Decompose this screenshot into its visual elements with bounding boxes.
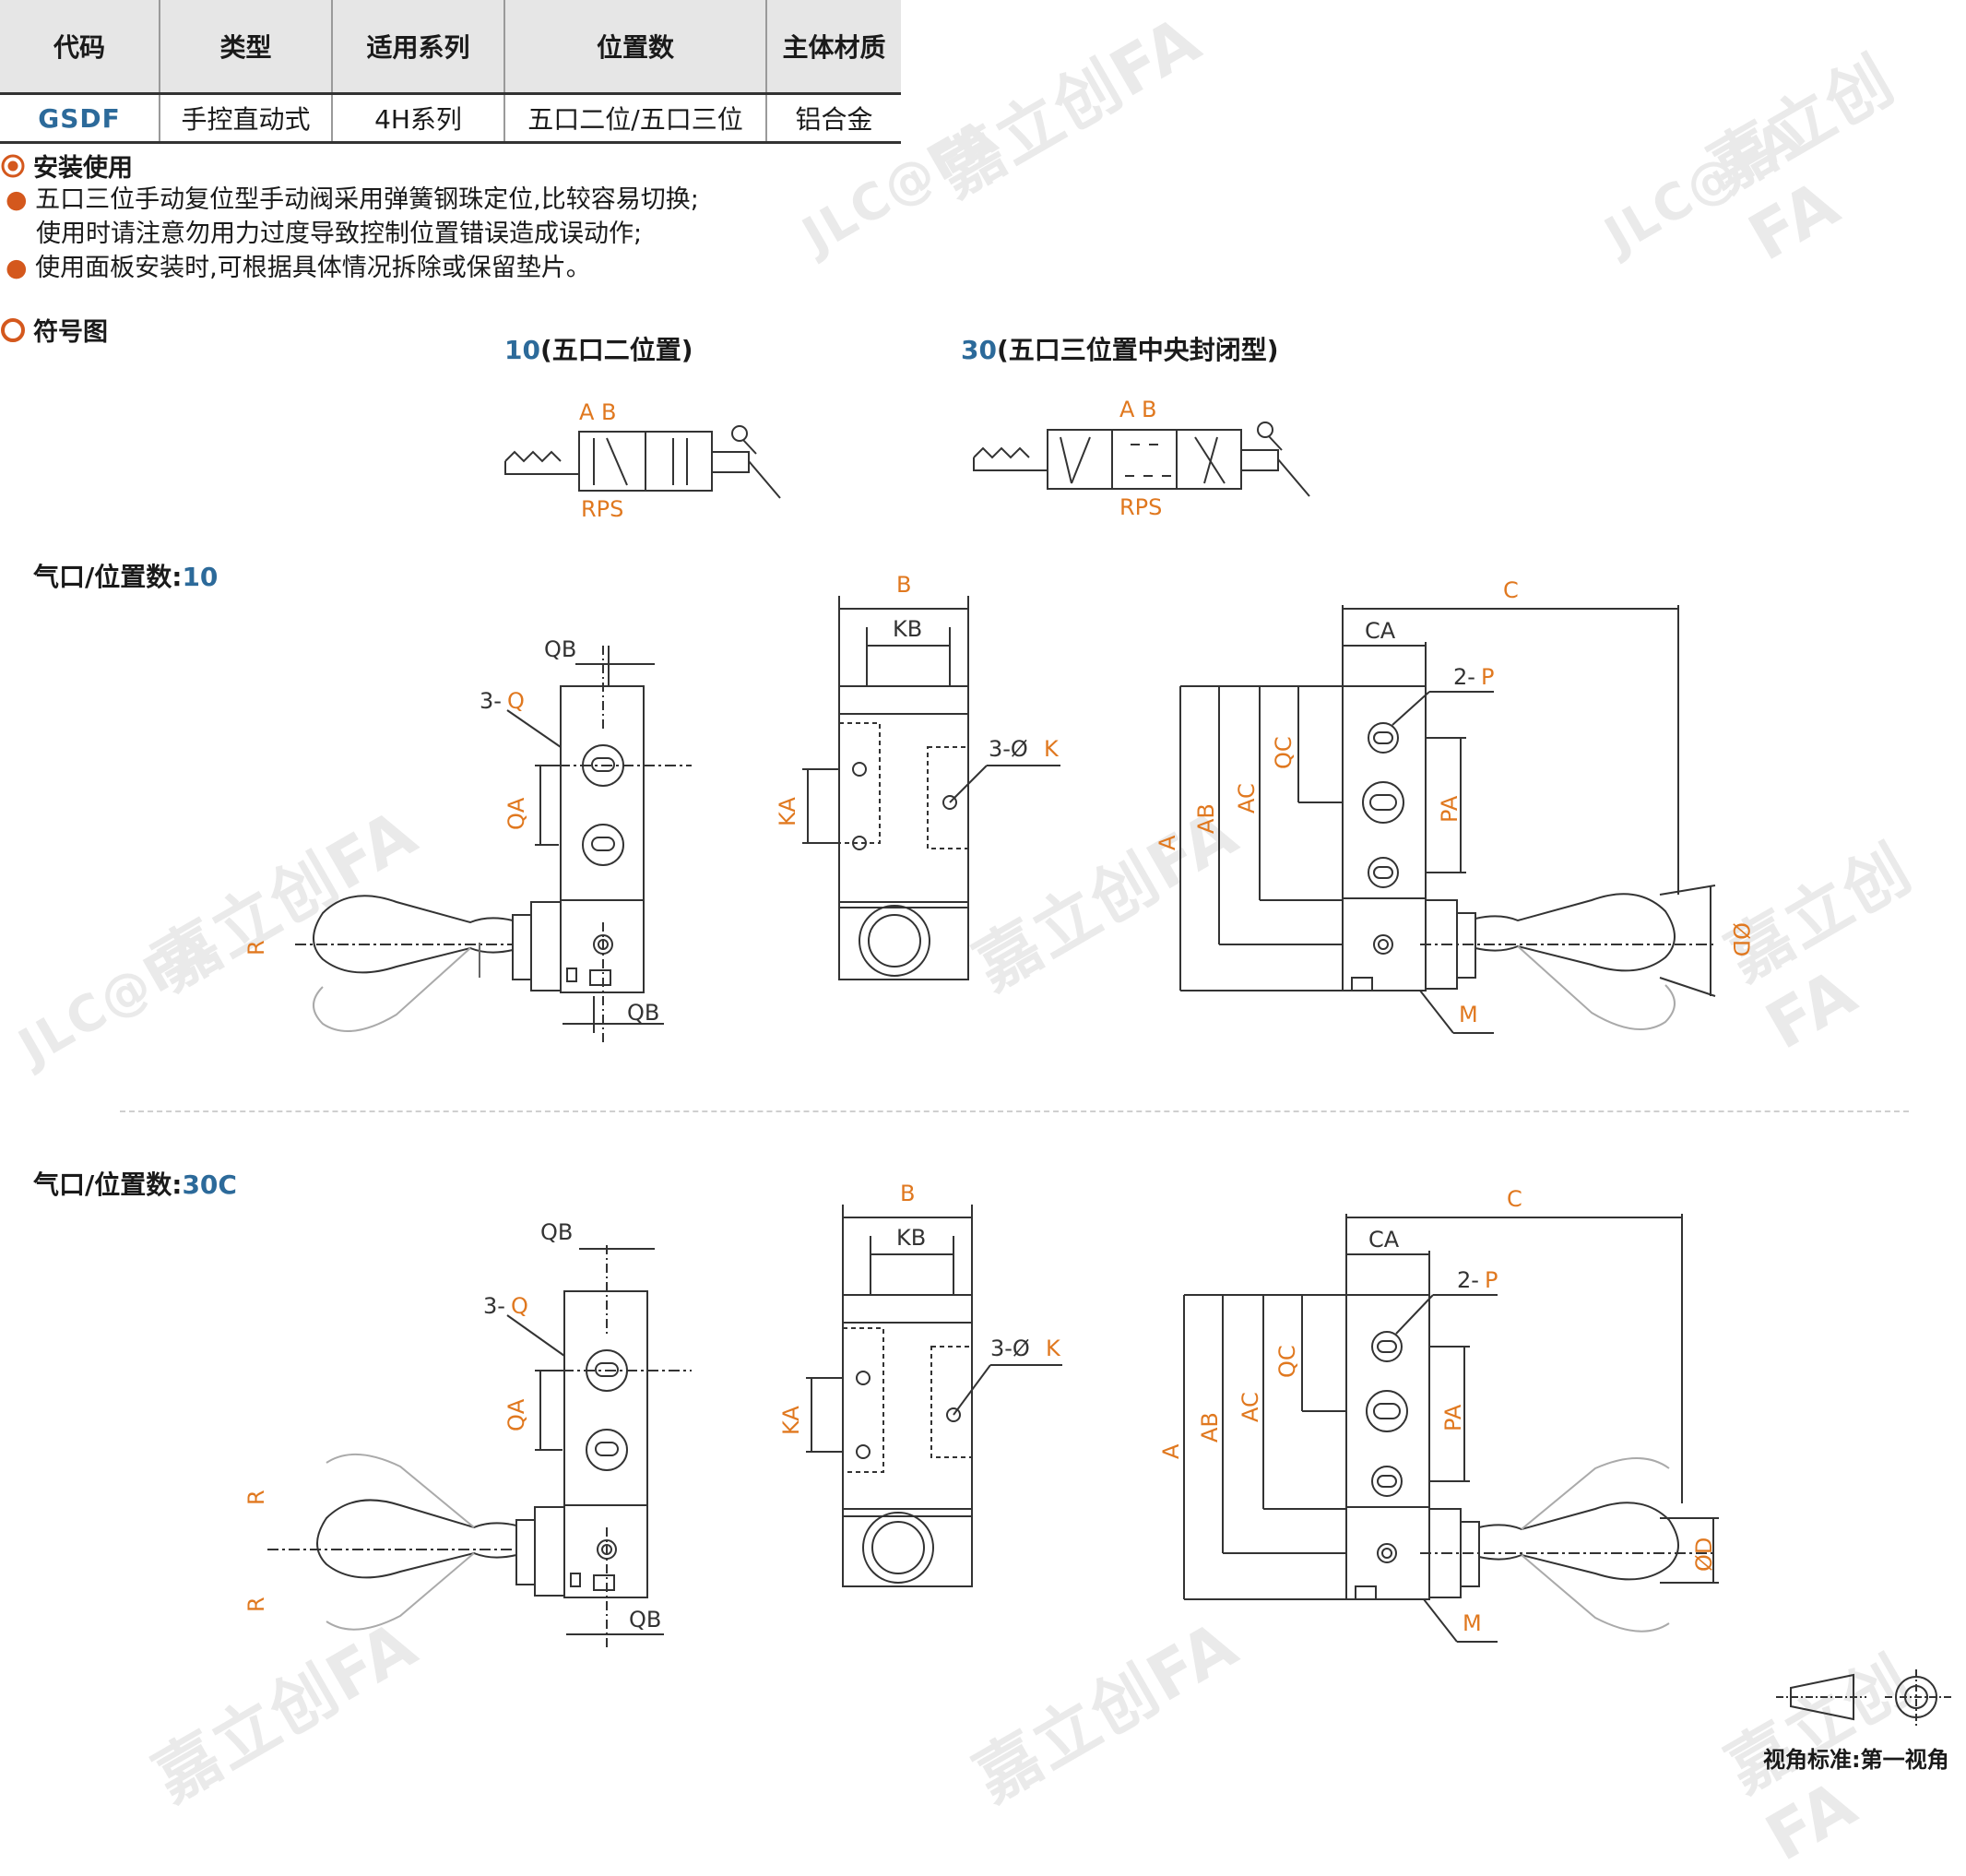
dim-kb: KB [893,616,922,642]
section-ring-icon [1,317,25,342]
drawing30-left-view: QB 3- Q QA R R QB [243,1219,692,1651]
dim-q: Q [507,688,525,714]
watermark-logo: JLC@FA [1594,107,1810,265]
drawing30-side-view: C CA 2- P QC PA A AB AC ØD M [1158,1186,1719,1643]
projection-symbol-icon [1776,1669,1951,1727]
symbol30-port-ab: A B [1119,397,1157,422]
dim-p: P [1485,1267,1498,1293]
section30-label: 气口/位置数:30C [33,1170,237,1200]
drawing30-front-view: B KB KA 3-Ø K [778,1181,1062,1587]
dim-b: B [896,572,911,598]
dim-ac: AC [1238,1392,1263,1422]
table-row: GSDF 手控直动式 4H系列 五口二位/五口三位 铝合金 [0,93,901,144]
symbol10-caption: 10(五口二位置) [504,335,693,365]
dim-qc: QC [1271,736,1297,769]
dim-qb-bottom: QB [627,1000,659,1026]
dim-kb: KB [896,1225,926,1251]
dim-d: ØD [1691,1538,1717,1572]
dim-q-prefix: 3- [483,1293,505,1319]
dim-ab: AB [1193,803,1219,834]
dim-k-prefix: 3-Ø [989,736,1028,762]
header-material: 主体材质 [766,0,901,95]
dim-qc: QC [1274,1345,1300,1378]
symbol30-diagram: A B RPS [973,397,1310,520]
cell-series: 4H系列 [332,93,505,144]
dim-q-prefix: 3- [480,688,502,714]
dim-qa: QA [503,1398,529,1431]
dim-pa: PA [1437,795,1463,823]
dim-m: M [1459,1002,1478,1027]
symbol30-port-rps: RPS [1119,494,1162,520]
dim-r: R [243,1597,269,1612]
dim-qb: QB [540,1219,573,1245]
bullet-dot-icon: ● [6,185,28,214]
header-type: 类型 [160,0,333,95]
header-series: 适用系列 [332,0,505,95]
dim-k: K [1046,1336,1061,1361]
list-item: ● 使用面板安装时,可根据具体情况拆除或保留垫片。 [6,254,591,282]
dim-c: C [1503,577,1519,603]
cell-material: 铝合金 [766,93,901,144]
header-positions: 位置数 [504,0,767,95]
symbol10-diagram: A B RPS [504,399,781,522]
dim-a: A [1155,835,1180,850]
dim-p-prefix: 2- [1457,1267,1479,1293]
dim-pa: PA [1440,1404,1466,1431]
install-bullets: ● 五口三位手动复位型手动阀采用弹簧钢珠定位,比较容易切换; 使用时请注意勿用力… [6,183,699,285]
table-header-row: 代码 类型 适用系列 位置数 主体材质 [0,0,901,95]
drawing10-front-view: B KB KA 3-Ø K [775,572,1060,980]
header-code: 代码 [0,0,160,95]
symbol10-port-rps: RPS [581,496,623,522]
dim-qb: QB [544,636,576,662]
dim-ab: AB [1197,1412,1223,1443]
watermark-brand: 嘉立创FA [925,1,1214,212]
section-divider [120,1110,1909,1112]
projection-label: 视角标准:第一视角 [1763,1747,1949,1773]
dim-a: A [1158,1443,1184,1459]
spec-table: 代码 类型 适用系列 位置数 主体材质 GSDF 手控直动式 4H系列 五口二位… [0,0,901,144]
dim-k-prefix: 3-Ø [990,1336,1030,1361]
dim-ac: AC [1234,783,1260,813]
dim-p: P [1481,664,1494,690]
install-title: 安装使用 [33,154,133,183]
section-target-icon [1,154,25,177]
dim-ca: CA [1365,618,1396,644]
dim-q: Q [511,1293,528,1319]
dim-qb-bottom: QB [629,1607,661,1633]
symbol10-port-ab: A B [579,399,617,425]
list-item: ● 五口三位手动复位型手动阀采用弹簧钢珠定位,比较容易切换; [6,185,699,214]
drawing10-side-view: C CA 2- P QC PA A AB AC ØD M [1155,577,1754,1034]
install-section: 安装使用 [0,148,133,184]
dim-qa: QA [503,797,529,830]
symbol-title: 符号图 [33,318,108,347]
dim-k: K [1044,736,1060,762]
dim-ca: CA [1368,1227,1400,1253]
cell-positions: 五口二位/五口三位 [504,93,767,144]
cell-code: GSDF [0,93,160,144]
bullet-dot-icon: ● [6,254,28,282]
symbol30-caption: 30(五口三位置中央封闭型) [961,335,1279,365]
dim-ka: KA [775,797,800,826]
symbol-section: 符号图 [0,312,108,348]
section10-label: 气口/位置数:10 [33,562,219,592]
list-item: 使用时请注意勿用力过度导致控制位置错误造成误动作; [36,220,643,248]
cell-type: 手控直动式 [160,93,333,144]
drawing10-left-view: QB 3- Q QA R QB [243,636,692,1042]
dim-ka: KA [778,1406,804,1435]
dim-m: M [1463,1610,1482,1636]
dim-b: B [900,1181,915,1206]
dim-r: R [243,1490,269,1505]
dim-d: ØD [1728,922,1754,956]
watermark-brand: 嘉立创FA [1696,42,1908,276]
dim-c: C [1507,1186,1522,1212]
watermark-logo: JLC@FA [8,919,224,1076]
dim-r: R [243,940,269,956]
dim-p-prefix: 2- [1453,664,1475,690]
